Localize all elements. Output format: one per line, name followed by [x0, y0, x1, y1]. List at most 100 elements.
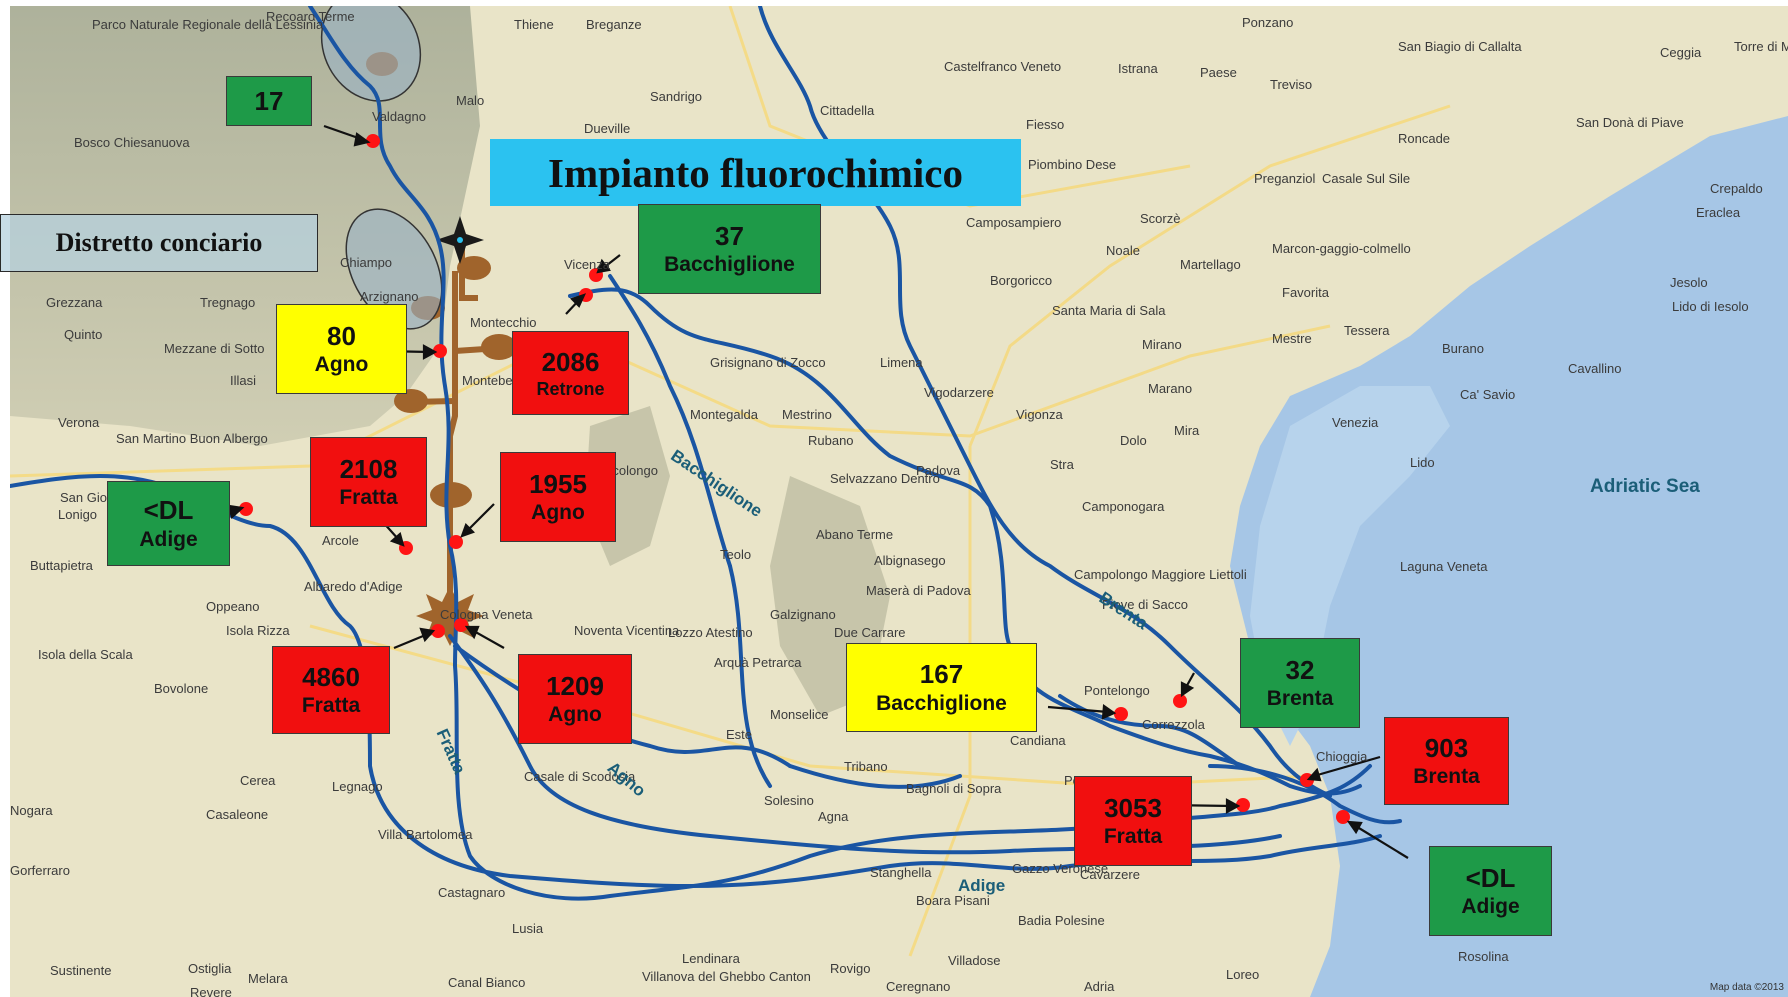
place-label: Montegalda	[690, 407, 758, 422]
place-label: Malo	[456, 93, 485, 108]
place-label: Stanghella	[870, 865, 932, 880]
place-label: Venezia	[1332, 415, 1379, 430]
place-label: San Donà di Piave	[1576, 115, 1684, 130]
adriatic-sea	[1230, 116, 1788, 997]
place-label: Este	[726, 727, 753, 742]
place-label: Cittadella	[820, 103, 875, 118]
place-label: Selvazzano Dentro	[830, 471, 940, 486]
place-label: Arcole	[322, 533, 359, 548]
place-label: Candiana	[1010, 733, 1066, 748]
measurement-value: 2086	[541, 346, 600, 377]
place-label: Scorzè	[1140, 211, 1181, 226]
measurement-river: Retrone	[536, 379, 605, 399]
place-label: Mira	[1174, 423, 1200, 438]
place-label: Mestre	[1272, 331, 1312, 346]
place-label: Pontelongo	[1084, 683, 1150, 698]
place-label: Vicenza	[564, 257, 611, 272]
place-label: Illasi	[230, 373, 257, 388]
place-label: Noale	[1106, 243, 1140, 258]
place-label: Grezzana	[46, 295, 103, 310]
place-label: Montebello	[462, 373, 526, 388]
district-area-south	[345, 208, 443, 330]
measurement-river: Agno	[548, 703, 602, 727]
place-label: Montecchio	[470, 315, 537, 330]
place-label: Galzignano	[770, 607, 836, 622]
place-label: Casaleone	[206, 807, 269, 822]
place-label: Villa Bartolomea	[378, 827, 473, 842]
place-label: Tregnago	[200, 295, 256, 310]
place-label: Noventa Vicentina	[574, 623, 680, 638]
place-label: Isola della Scala	[38, 647, 133, 662]
place-label: Arzignano	[360, 289, 419, 304]
place-label: Castagnaro	[438, 885, 506, 900]
place-label: Gorferraro	[10, 863, 70, 878]
measurement-value: <DL	[143, 495, 194, 526]
place-label: Limena	[880, 355, 923, 370]
place-label: Stra	[1050, 457, 1074, 472]
place-label: Isola Rizza	[226, 623, 290, 638]
place-label: Vigonza	[1016, 407, 1063, 422]
place-label: Sustinente	[50, 963, 112, 978]
place-label: Fiesso	[1026, 117, 1065, 132]
place-label: Piove di Sacco	[1102, 597, 1188, 612]
place-label: Revere	[190, 985, 232, 997]
place-label: Due Carrare	[834, 625, 906, 640]
measurement-river: Fratta	[1103, 825, 1163, 849]
measurement-river: Fratta	[339, 486, 398, 510]
place-label: Torre di Mosto	[1734, 39, 1788, 54]
place-label: Chioggia	[1316, 749, 1368, 764]
measurement-box: 17	[226, 76, 312, 126]
measurement-river: Adige	[139, 527, 198, 551]
measurement-value: 903	[1424, 732, 1469, 763]
pointer-arrows	[225, 124, 1409, 859]
place-label: Lonigo	[58, 507, 98, 522]
place-label: Burano	[1442, 341, 1484, 356]
place-label: Albaredo d'Adige	[304, 579, 403, 594]
place-label: Grisignano di Zocco	[710, 355, 826, 370]
measurement-river: Bacchiglione	[664, 253, 795, 277]
place-label: Vigodarzere	[924, 385, 994, 400]
place-label: Quinto	[64, 327, 103, 342]
place-label: Casale di Scodosia	[524, 769, 636, 784]
place-label: Marano	[1148, 381, 1193, 396]
place-label: Camposampiero	[966, 215, 1062, 230]
place-label: Abano Terme	[816, 527, 894, 542]
place-label: San Martino Buon Albergo	[116, 431, 268, 446]
place-label: Dolo	[1120, 433, 1147, 448]
place-label: Ceregnano	[886, 979, 951, 994]
map-attribution: Map data ©2013	[1709, 982, 1784, 993]
place-label: Preganziol	[1254, 171, 1316, 186]
place-label: Verona	[58, 415, 100, 430]
measurement-value: 4860	[302, 661, 360, 692]
place-label: Villanova del Ghebbo Canton	[642, 969, 811, 984]
measurement-value: 80	[327, 320, 356, 351]
sampling-points	[239, 134, 1350, 824]
district-label: Distretto conciario	[0, 214, 318, 272]
place-label: Tribano	[844, 759, 888, 774]
place-label: Castelfranco Veneto	[944, 59, 1062, 74]
place-label: Chiampo	[340, 255, 393, 270]
measurement-value: <DL	[1465, 862, 1516, 893]
measurement-value: 3053	[1104, 792, 1162, 823]
place-label: Nogara	[10, 803, 53, 818]
place-label: Albignasego	[874, 553, 946, 568]
place-label: Rubano	[808, 433, 854, 448]
place-label: Sandrigo	[650, 89, 703, 104]
place-label: Valdagno	[372, 109, 426, 124]
place-label: Recoaro Terme	[266, 9, 355, 24]
place-label: Lido	[1410, 455, 1435, 470]
place-label: Monselice	[770, 707, 829, 722]
place-label: Laguna Veneta	[1400, 559, 1488, 574]
measurement-value: 1955	[529, 468, 587, 499]
